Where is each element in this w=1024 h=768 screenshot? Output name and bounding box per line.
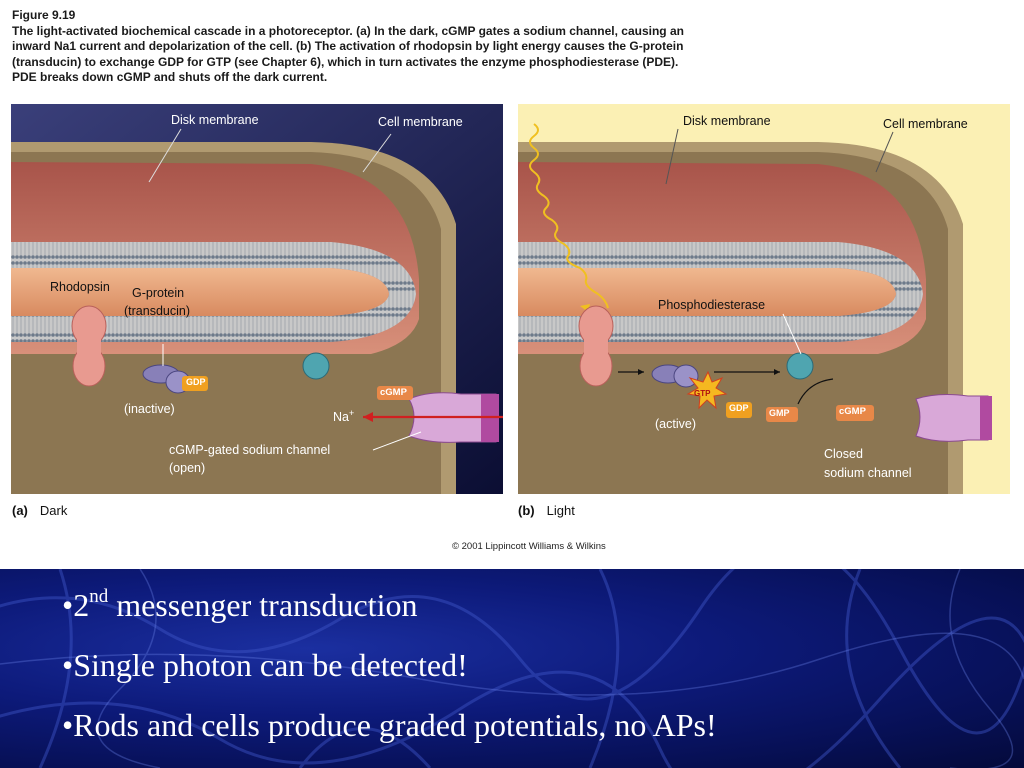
- bullet-text: messenger transduction: [108, 587, 418, 623]
- label-rhodopsin: Rhodopsin: [50, 280, 110, 294]
- panel-dark: Disk membrane Cell membrane Rhodopsin G-…: [11, 104, 503, 494]
- caption-line: inward Na1 current and depolarization of…: [12, 39, 684, 53]
- label-na: Na+: [333, 408, 354, 424]
- label-closed: Closed: [824, 447, 863, 461]
- label-channel-open: (open): [169, 461, 206, 475]
- light-illustration: [518, 104, 1010, 494]
- figure-number: Figure 9.19: [12, 8, 76, 22]
- panel-tag-dark: (a) Dark: [12, 503, 67, 518]
- bullet-list: •2nd messenger transduction •Single phot…: [62, 583, 717, 763]
- disk-membrane-bilayer: [11, 242, 416, 342]
- arrowhead: [638, 369, 644, 375]
- panel-light: Disk membrane Cell membrane Phosphodiest…: [518, 104, 1010, 494]
- label-g-protein: G-protein: [132, 286, 185, 300]
- bullet-item: •Single photon can be detected!: [62, 647, 468, 683]
- cgmp-badge: [836, 405, 874, 421]
- panel-letter: (a): [12, 503, 28, 518]
- sodium-channel-closed-icon: [915, 394, 992, 442]
- cgmp-badge: [377, 386, 413, 400]
- photon-icon: [529, 123, 609, 309]
- gdp-label: GDP: [186, 377, 206, 387]
- bullet-item: •2nd messenger transduction: [62, 583, 717, 643]
- bullet-item: •Rods and cells produce graded potential…: [62, 707, 717, 743]
- disk-lumen: [11, 268, 389, 316]
- label-active: (active): [655, 417, 696, 431]
- gdp-badge: [726, 402, 752, 418]
- leader-line: [782, 313, 802, 355]
- panel-name: Dark: [39, 503, 68, 518]
- bullet-prefix: •2: [62, 587, 90, 623]
- panel-tag-light: (b) Light: [518, 503, 575, 518]
- label-transducin: (transducin): [124, 304, 190, 318]
- arrowhead: [774, 369, 780, 375]
- leader-line: [875, 131, 894, 173]
- caption-line: PDE breaks down cGMP and shuts off the d…: [12, 70, 328, 84]
- caption-line: The light-activated biochemical cascade …: [12, 23, 684, 38]
- na-text: Na: [333, 410, 349, 425]
- leader-line: [362, 133, 392, 173]
- copyright: © 2001 Lippincott Williams & Wilkins: [452, 541, 606, 552]
- rhodopsin-icon: [71, 305, 107, 387]
- leader-line: [665, 128, 679, 185]
- gdp-label: GDP: [729, 403, 749, 413]
- label-inactive: (inactive): [124, 402, 175, 416]
- leader-line: [372, 431, 422, 451]
- gmp-badge: [766, 407, 798, 422]
- panel-name: Light: [546, 503, 575, 518]
- gmp-label: GMP: [769, 408, 790, 418]
- label-pde: Phosphodiesterase: [658, 298, 766, 312]
- gtp-burst-icon: [686, 370, 728, 410]
- label-disk-membrane: Disk membrane: [683, 114, 771, 128]
- cgmp-label: cGMP: [380, 387, 407, 398]
- pde-inactive-icon: [302, 352, 330, 380]
- label-sodium-channel: sodium channel: [824, 466, 912, 480]
- label-cell-membrane: Cell membrane: [883, 117, 968, 131]
- panel-letter: (b): [518, 503, 535, 518]
- na-superscript: +: [348, 408, 355, 418]
- label-cell-membrane: Cell membrane: [378, 115, 463, 129]
- background-texture: [0, 569, 1024, 768]
- label-channel: cGMP-gated sodium channel: [169, 443, 331, 457]
- figure-caption: Figure 9.19 The light-activated biochemi…: [12, 8, 812, 86]
- arrow: [797, 378, 834, 405]
- leader-line: [148, 128, 182, 183]
- g-protein-active-icon: [651, 364, 699, 388]
- slide-text-area: •2nd messenger transduction •Single phot…: [0, 569, 1024, 768]
- label-disk-membrane: Disk membrane: [171, 113, 259, 127]
- caption-line: (transducin) to exchange GDP for GTP (se…: [12, 54, 679, 69]
- disk-lumen: [518, 268, 896, 316]
- na-arrowhead: [363, 412, 373, 422]
- dark-illustration: [11, 104, 503, 494]
- pde-icon: [786, 352, 814, 380]
- cgmp-label: cGMP: [839, 406, 866, 417]
- gdp-badge: [182, 376, 208, 391]
- gtp-label: GTP: [694, 389, 711, 398]
- bullet-superscript: nd: [89, 586, 109, 607]
- rhodopsin-icon: [578, 305, 614, 387]
- disk-membrane-bilayer: [518, 242, 923, 342]
